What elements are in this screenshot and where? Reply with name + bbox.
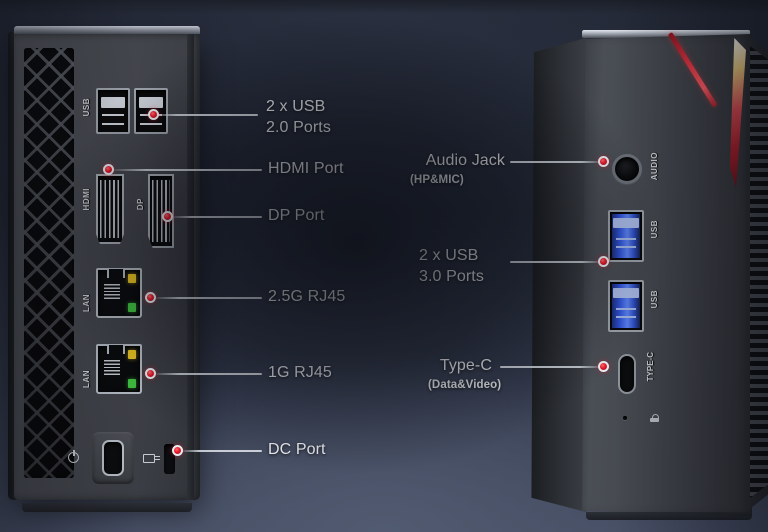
callout-label-usb30-line2: 3.0 Ports <box>419 268 484 285</box>
callout-sublabel-typec: (Data&Video) <box>428 379 502 391</box>
port-label-dp: DP <box>136 198 145 211</box>
callout-dot-dp <box>162 211 173 222</box>
port-label-lan-2-5g: LAN <box>82 294 91 312</box>
power-icon <box>68 450 79 463</box>
callout-label-typec: Type-C <box>439 357 492 374</box>
callout-dot-typec <box>598 361 609 372</box>
callout-dot-dc <box>172 445 183 456</box>
right-device-front-bevel <box>531 38 586 512</box>
audio-jack-port[interactable] <box>612 154 642 184</box>
type-c-port[interactable] <box>618 354 636 394</box>
callout-sublabel-audio: (HP&MIC) <box>410 174 464 186</box>
callout-line-usb20 <box>154 114 258 116</box>
port-label-usb-bottom: USB <box>650 290 659 309</box>
callout-dot-hdmi <box>103 164 114 175</box>
callout-dot-rj45-25g <box>145 292 156 303</box>
top-gradient-band <box>0 0 768 14</box>
callout-line-hdmi <box>114 169 262 171</box>
lock-icon <box>143 454 160 463</box>
callout-label-rj45-25g: 2.5G RJ45 <box>268 288 346 305</box>
callout-dot-rj45-1g <box>145 368 156 379</box>
callout-dot-audio <box>598 156 609 167</box>
callout-line-audio <box>510 161 602 163</box>
left-device-foot <box>22 503 192 512</box>
kensington-lock-icon <box>650 414 659 422</box>
callout-label-dc: DC Port <box>268 441 326 458</box>
usb-3-0-port-bottom[interactable] <box>608 280 644 332</box>
right-device-foot <box>586 512 752 520</box>
lan-2-5g-port[interactable] <box>96 268 142 318</box>
callout-line-typec <box>500 366 602 368</box>
port-label-audio: AUDIO <box>650 152 659 181</box>
right-device-side-panel: AUDIO USB USB TYPE-C <box>524 24 768 524</box>
diamond-mesh-vent-icon <box>24 48 74 478</box>
port-label-type-c: TYPE-C <box>646 352 655 382</box>
callout-label-audio: Audio Jack <box>425 152 505 169</box>
callout-dot-usb30 <box>598 256 609 267</box>
callout-line-usb30 <box>510 261 602 263</box>
callout-line-dp <box>172 216 262 218</box>
slat-vent-icon <box>750 46 768 498</box>
callout-label-usb30-line1: 2 x USB <box>419 247 479 264</box>
port-label-usb: USB <box>82 98 91 117</box>
lan-1g-port[interactable] <box>96 344 142 394</box>
port-label-hdmi: HDMI <box>82 188 91 211</box>
callout-label-usb20-line2: 2.0 Ports <box>266 119 331 136</box>
callout-label-dp: DP Port <box>268 207 325 224</box>
reset-pinhole[interactable] <box>623 416 627 420</box>
callout-line-rj45-1g <box>156 373 262 375</box>
port-label-lan-1g: LAN <box>82 370 91 388</box>
usb-2-0-port-left[interactable] <box>96 88 130 134</box>
dc-port[interactable] <box>102 440 124 476</box>
callout-label-usb20-line1: 2 x USB <box>266 98 326 115</box>
port-label-usb-top: USB <box>650 220 659 239</box>
callout-line-rj45-25g <box>156 297 262 299</box>
left-device-right-edge <box>187 34 194 500</box>
hdmi-port[interactable] <box>96 174 124 244</box>
red-diagonal-stripe <box>667 32 742 154</box>
left-device-rear-panel: USB HDMI DP LAN LAN <box>8 26 200 512</box>
callout-dot-usb20 <box>148 109 159 120</box>
callout-line-dc <box>182 450 262 452</box>
usb-3-0-port-top[interactable] <box>608 210 644 262</box>
